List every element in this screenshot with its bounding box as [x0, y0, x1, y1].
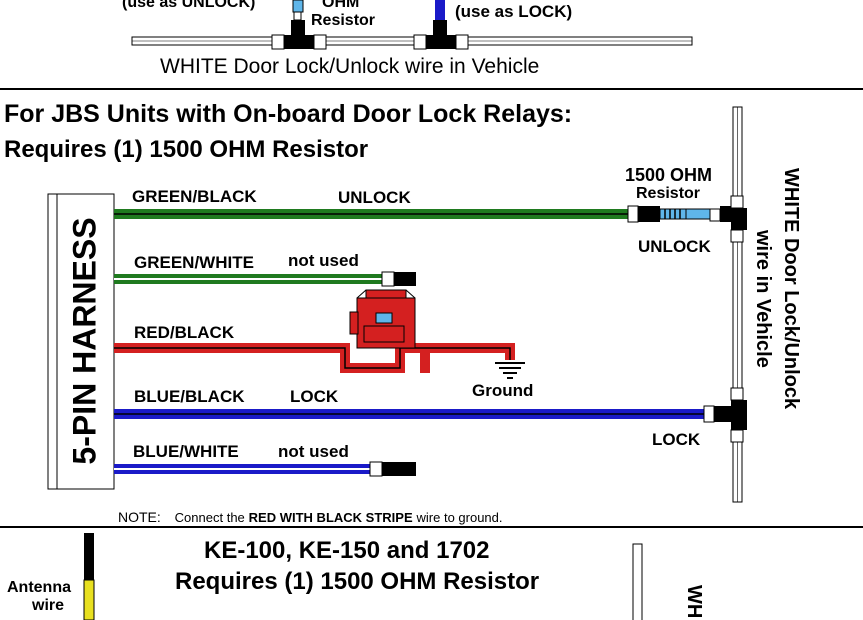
- wire-label-blue-black: BLUE/BLACK: [134, 387, 245, 406]
- note-prefix: NOTE:: [118, 509, 161, 525]
- lock-tap-connector: [730, 387, 747, 443]
- wire-function-unlock: UNLOCK: [338, 188, 411, 207]
- top-vehicle-wire: [131, 36, 693, 46]
- antenna-label-2: wire: [32, 597, 65, 614]
- wire-label-blue-white: BLUE/WHITE: [133, 442, 239, 461]
- top-vehicle-wire-label: WHITE Door Lock/Unlock wire in Vehicle: [160, 55, 540, 78]
- wire-blue-white: [114, 461, 416, 477]
- ground-symbol: [495, 362, 525, 379]
- vertical-wire-label-1: WHITE Door Lock/Unlock: [780, 168, 802, 410]
- wire-label-green-white: GREEN/WHITE: [134, 253, 254, 272]
- middle-subtitle: Requires (1) 1500 OHM Resistor: [4, 136, 369, 163]
- harness-label: 5-PIN HARNESS: [66, 217, 103, 465]
- note-text-b: RED WITH BLACK STRIPE: [248, 510, 413, 525]
- wire-label-red-black: RED/BLACK: [134, 323, 235, 342]
- antenna-wire: [83, 533, 95, 620]
- bottom-subtitle: Requires (1) 1500 OHM Resistor: [175, 568, 540, 595]
- ground-label: Ground: [472, 381, 534, 400]
- note: NOTE: Connect the RED WITH BLACK STRIPE …: [118, 509, 503, 525]
- unlock-tap-connector: [730, 195, 747, 243]
- resistor-assembly: [627, 205, 732, 223]
- harness-box: [47, 193, 115, 490]
- wire-green-white: [114, 271, 416, 287]
- top-resistor-fragment: Resistor: [311, 12, 376, 29]
- vertical-vehicle-wire: [732, 106, 743, 503]
- antenna-label-1: Antenna: [7, 579, 71, 596]
- bottom-vehicle-wire: [632, 543, 643, 620]
- resistor-label: Resistor: [636, 185, 701, 202]
- top-right-fragment: (use as LOCK): [455, 2, 573, 21]
- lock-tap-label: LOCK: [652, 430, 701, 449]
- wire-red-black: [114, 343, 515, 373]
- resistor-value-label: 1500 OHM: [625, 165, 713, 185]
- top-tap-right: [413, 0, 469, 50]
- wire-function-not-used-2: not used: [278, 442, 349, 461]
- vertical-wire-label-2: wire in Vehicle: [752, 230, 774, 368]
- section-divider-bottom: [0, 526, 863, 528]
- wire-green-black: [114, 209, 628, 219]
- bottom-title: KE-100, KE-150 and 1702: [204, 537, 490, 564]
- top-tap-left: [271, 0, 327, 50]
- wire-blue-black: [114, 405, 734, 423]
- wire-label-green-black: GREEN/BLACK: [132, 187, 257, 206]
- note-text-a: Connect the: [174, 510, 245, 525]
- top-left-fragment: (use as UNLOCK): [122, 0, 256, 11]
- wire-function-lock: LOCK: [290, 387, 339, 406]
- note-text-c: wire to ground.: [416, 510, 503, 525]
- top-ohm-fragment: OHM: [322, 0, 360, 11]
- unlock-tap-label: UNLOCK: [638, 237, 711, 256]
- middle-title: For JBS Units with On-board Door Lock Re…: [4, 100, 573, 128]
- wire-function-not-used-1: not used: [288, 251, 359, 270]
- section-divider-top: [0, 88, 863, 90]
- relay-module: [349, 289, 416, 349]
- bottom-right-fragment: WH: [683, 585, 705, 619]
